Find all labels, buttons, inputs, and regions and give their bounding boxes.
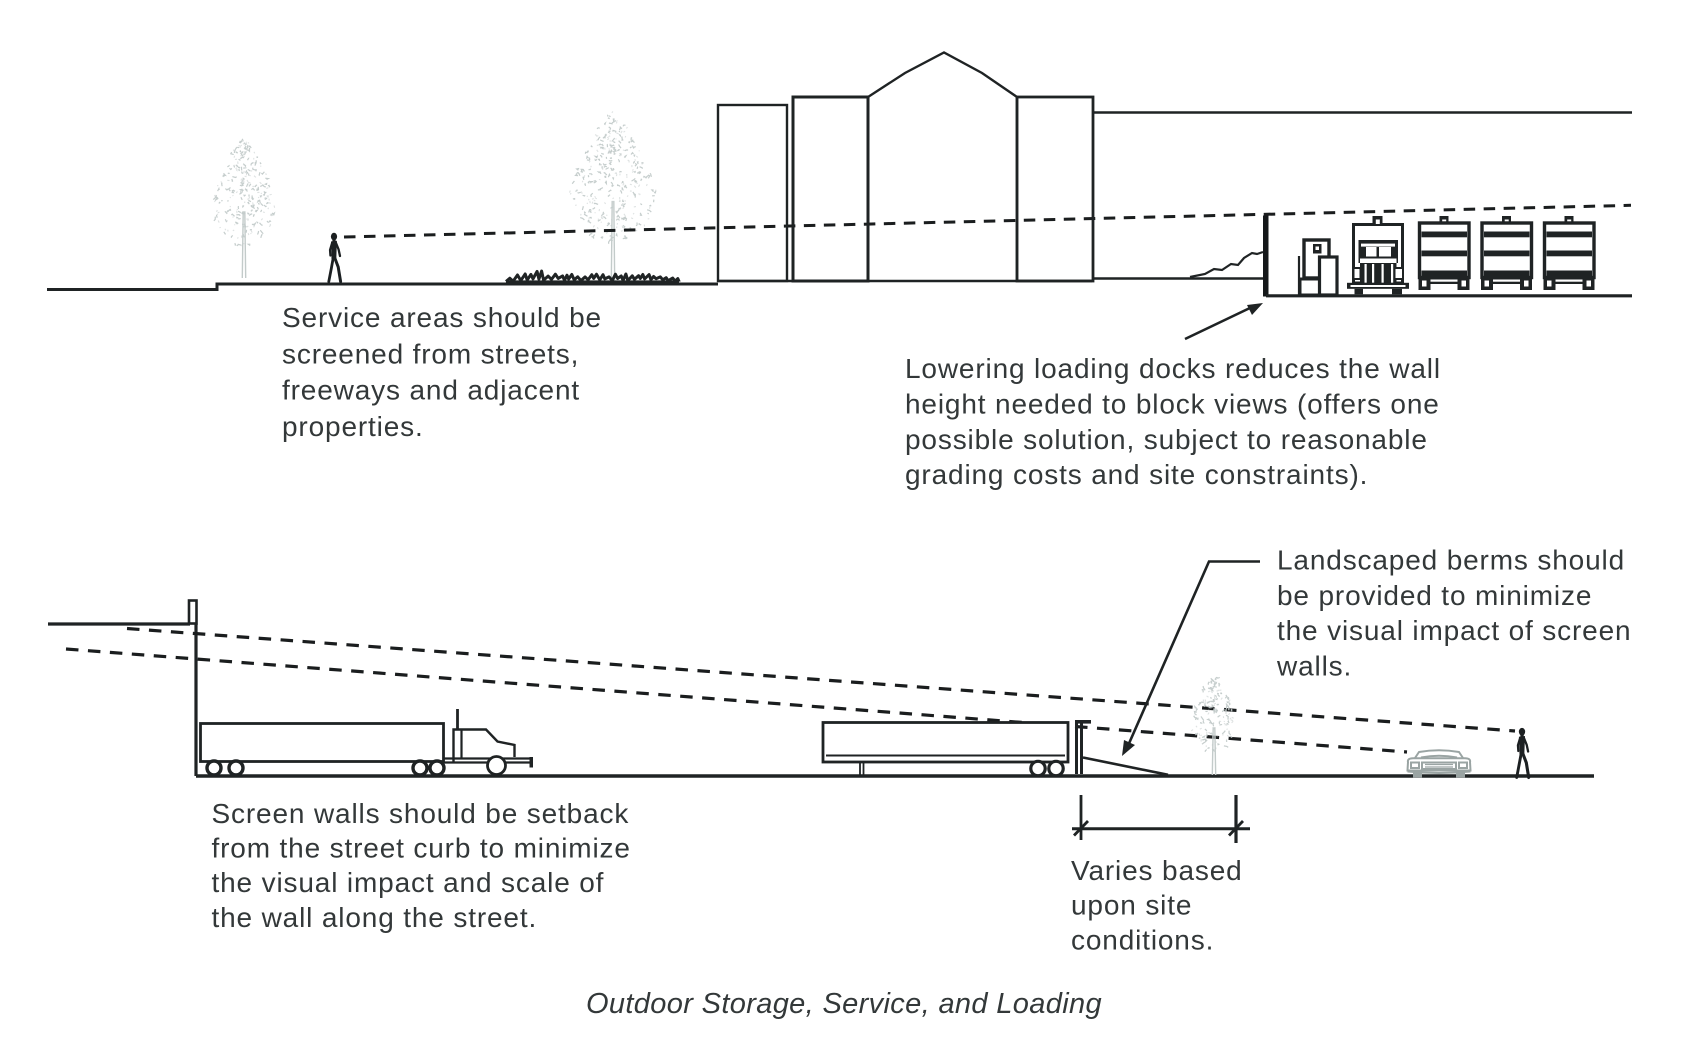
svg-text:Screen walls should be setback: Screen walls should be setback from the … <box>212 798 640 933</box>
svg-text:Outdoor Storage, Service, and: Outdoor Storage, Service, and Loading <box>586 988 1102 1020</box>
svg-text:Lowering loading docks reduces: Lowering loading docks reduces the wall … <box>905 353 1450 490</box>
svg-text:Service areas should be screen: Service areas should be screened from st… <box>282 302 611 442</box>
svg-text:Landscaped berms should be pro: Landscaped berms should be provided to m… <box>1276 545 1640 682</box>
svg-text:Varies based upon site conditi: Varies based upon site conditions. <box>1071 855 1251 955</box>
